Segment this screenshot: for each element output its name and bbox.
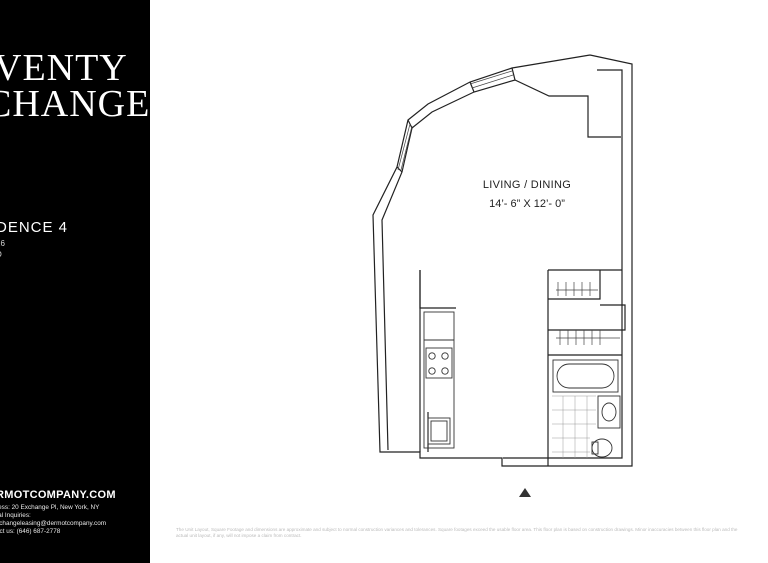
- phone-text: act us: (646) 687-2778: [0, 528, 61, 535]
- inquiries-label: ral Inquiries:: [0, 512, 31, 519]
- cooktop: [425, 347, 453, 379]
- kitchen-sink: [427, 417, 451, 445]
- window-2: [511, 67, 516, 81]
- disclaimer-text: The Unit Layout, Square Footage and dime…: [176, 527, 738, 538]
- website-link[interactable]: RMOTCOMPANY.COM: [0, 489, 116, 501]
- address-text: ress: 20 Exchange Pl, New York, NY: [0, 504, 100, 511]
- floor-plan: [372, 54, 633, 467]
- building-logo: VENTY CHANGE: [0, 47, 150, 125]
- room-label: LIVING / DINING: [482, 179, 572, 191]
- inner-wall: [548, 69, 623, 459]
- bathtub: [552, 359, 619, 393]
- residence-detail-2: D: [0, 249, 5, 260]
- email-link[interactable]: xchangeleasing@dermotcompany.com: [0, 520, 107, 527]
- brand-line-1: VENTY: [0, 47, 128, 89]
- residence-title: DENCE 4: [0, 219, 69, 236]
- closet-1-bottom: [548, 270, 601, 300]
- residence-detail-1: 26: [0, 239, 5, 248]
- kitchen-counter: [423, 311, 455, 449]
- partition-wall-2: [419, 270, 456, 309]
- living-room-wall: [381, 79, 621, 451]
- outer-wall: [372, 54, 633, 467]
- window-3: [396, 166, 403, 173]
- closet-2: [548, 304, 626, 331]
- room-dimensions: 14’- 6” X 12’- 0”: [489, 198, 565, 210]
- vanity: [597, 395, 621, 429]
- brand-line-2: CHANGE: [0, 83, 150, 125]
- north-arrow-icon: [519, 488, 531, 497]
- contact-block: RMOTCOMPANY.COM ress: 20 Exchange Pl, Ne…: [0, 489, 150, 536]
- residence-details: 26 D: [0, 238, 5, 260]
- sidebar-panel: VENTY CHANGE DENCE 4 26 D RMOTCOMPANY.CO…: [0, 0, 150, 563]
